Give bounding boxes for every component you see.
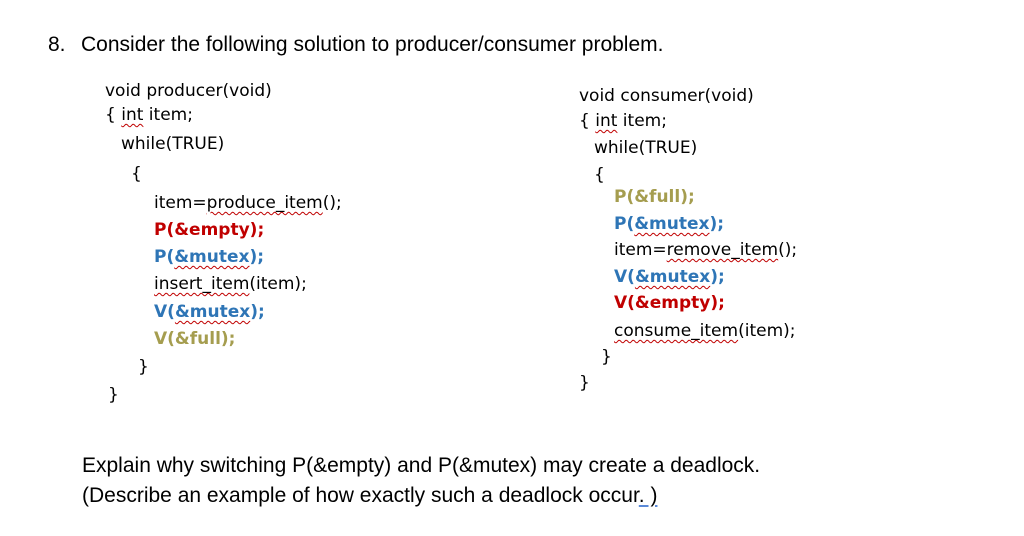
question-number: 8.: [48, 33, 66, 56]
consumer-loop-close: }: [601, 347, 612, 367]
consumer-declaration: { int item;: [579, 111, 667, 131]
consumer-v-empty: V(&empty);: [614, 293, 725, 313]
producer-produce-line: item=produce_item();: [154, 193, 342, 213]
int-keyword: int: [121, 105, 144, 125]
consumer-remove-line: item=remove_item();: [614, 240, 798, 260]
consumer-signature: void consumer(void): [579, 86, 754, 106]
consumer-v-mutex: V(&mutex);: [614, 267, 725, 287]
producer-v-mutex: V(&mutex);: [154, 302, 265, 322]
explanation-line-1: Explain why switching P(&empty) and P(&m…: [82, 454, 761, 477]
explanation-prompt: Explain why switching P(&empty) and P(&m…: [82, 451, 760, 511]
consumer-brace-close: }: [579, 373, 590, 393]
int-keyword: int: [595, 111, 618, 131]
explanation-line-2: (Describe an example of how exactly such…: [82, 484, 658, 507]
producer-p-mutex: P(&mutex);: [154, 247, 265, 267]
producer-loop-open: {: [131, 164, 142, 184]
consumer-loop-open: {: [594, 165, 605, 185]
producer-insert-line: insert_item(item);: [154, 274, 307, 294]
question-text: Consider the following solution to produ…: [81, 33, 664, 56]
consumer-p-full: P(&full);: [614, 187, 695, 207]
producer-p-empty: P(&empty);: [154, 220, 265, 240]
producer-while: while(TRUE): [121, 134, 225, 154]
producer-signature: void producer(void): [105, 81, 272, 101]
consumer-consume-line: consume_item(item);: [614, 321, 796, 341]
producer-brace-close: }: [108, 385, 119, 405]
producer-v-full: V(&full);: [154, 329, 236, 349]
consumer-p-mutex: P(&mutex);: [614, 214, 725, 234]
producer-loop-close: }: [138, 357, 149, 377]
consumer-while: while(TRUE): [594, 138, 698, 158]
producer-declaration: { int item;: [105, 105, 193, 125]
question-heading: 8. Consider the following solution to pro…: [48, 33, 663, 57]
